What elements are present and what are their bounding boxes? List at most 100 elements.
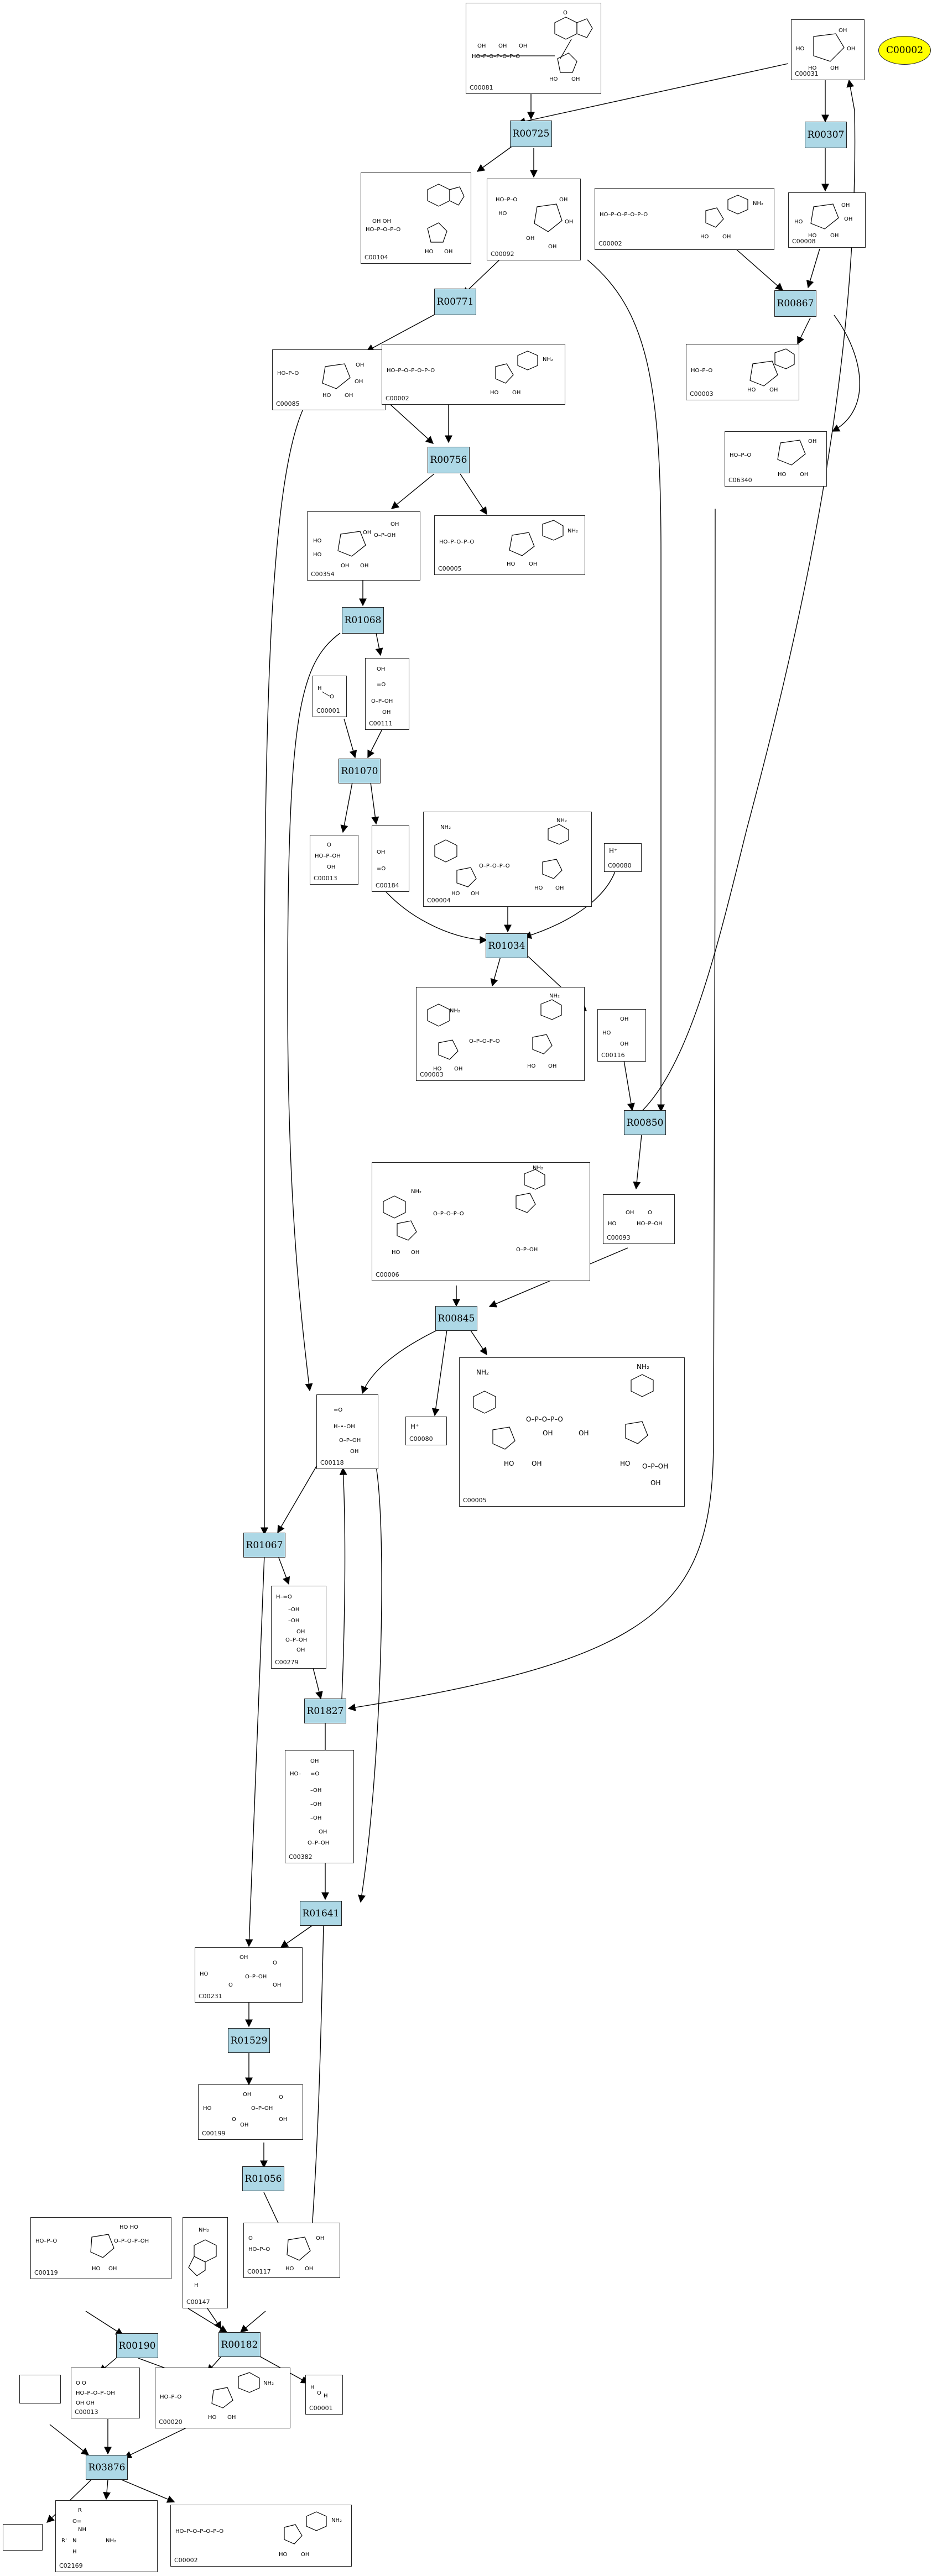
svg-text:HO: HO xyxy=(527,1063,536,1069)
reaction-r00867[interactable]: R00867 xyxy=(774,290,816,317)
svg-text:HO: HO xyxy=(490,390,499,396)
reaction-r03876[interactable]: R03876 xyxy=(86,2455,128,2480)
svg-text:HO: HO xyxy=(498,211,507,217)
reaction-r00725[interactable]: R00725 xyxy=(510,121,552,147)
reaction-r00850[interactable]: R00850 xyxy=(624,1110,666,1135)
svg-text:O–P–O–P–O: O–P–O–P–O xyxy=(469,1038,500,1044)
svg-text:HO: HO xyxy=(285,2266,294,2272)
reaction-r00771[interactable]: R00771 xyxy=(434,289,476,315)
reaction-r00307[interactable]: R00307 xyxy=(805,122,847,148)
compound-box[interactable]: H⁺ C00080 xyxy=(405,1417,447,1445)
reaction-r00845[interactable]: R00845 xyxy=(435,1306,477,1331)
svg-text:HO: HO xyxy=(313,538,322,544)
structure-icon: HHO xyxy=(310,2385,328,2399)
svg-text:OH: OH xyxy=(526,236,534,242)
svg-text:NH₂: NH₂ xyxy=(543,357,553,363)
svg-text:O–P–OH: O–P–OH xyxy=(251,2105,273,2112)
reaction-r01827[interactable]: R01827 xyxy=(304,1699,346,1723)
reaction-r00756[interactable]: R00756 xyxy=(428,447,470,473)
compound-box[interactable]: OH=O C00184 xyxy=(372,825,409,892)
svg-text:NH₂: NH₂ xyxy=(533,1165,543,1171)
svg-text:HO–P–O–P–O: HO–P–O–P–O xyxy=(366,227,400,233)
svg-text:OH: OH xyxy=(377,666,385,672)
compound-box[interactable]: H⁺ C00080 xyxy=(604,843,642,872)
svg-text:HO–P–O: HO–P–O xyxy=(160,2394,181,2400)
svg-text:HO: HO xyxy=(534,885,543,891)
svg-text:–OH: –OH xyxy=(288,1607,299,1613)
svg-text:OH: OH xyxy=(239,1955,248,1961)
svg-text:OH: OH xyxy=(377,849,385,855)
svg-text:OH: OH xyxy=(579,1429,589,1437)
svg-text:HO–P–O: HO–P–O xyxy=(248,2246,270,2253)
empty-compound-box[interactable] xyxy=(19,2375,61,2403)
reaction-r01070[interactable]: R01070 xyxy=(339,759,381,783)
svg-text:OH: OH xyxy=(548,244,556,250)
svg-text:O O: O O xyxy=(76,2380,86,2386)
svg-text:O–P–O–P–OH: O–P–O–P–OH xyxy=(114,2238,149,2244)
reaction-r01067[interactable]: R01067 xyxy=(243,1533,285,1558)
svg-text:=O: =O xyxy=(377,866,386,872)
svg-text:OH: OH xyxy=(471,891,479,897)
reaction-r01641[interactable]: R01641 xyxy=(300,1901,342,1926)
svg-text:HO–P–OH: HO–P–OH xyxy=(315,853,341,859)
reaction-r01056[interactable]: R01056 xyxy=(242,2166,284,2191)
highlight-node-c00002[interactable]: C00002 xyxy=(878,36,931,65)
svg-text:=O: =O xyxy=(377,682,386,688)
reaction-r01034[interactable]: R01034 xyxy=(486,933,528,958)
svg-text:OH: OH xyxy=(382,709,390,715)
svg-text:O–P–OH: O–P–OH xyxy=(374,532,395,539)
reaction-r00190[interactable]: R00190 xyxy=(116,2333,158,2358)
svg-text:HO HO: HO HO xyxy=(119,2224,138,2230)
reaction-r00182[interactable]: R00182 xyxy=(218,2332,261,2357)
svg-text:OH: OH xyxy=(350,1449,358,1455)
svg-text:HO: HO xyxy=(451,891,460,897)
reaction-r01529[interactable]: R01529 xyxy=(228,2028,270,2053)
reaction-r01068[interactable]: R01068 xyxy=(342,607,384,634)
empty-compound-box[interactable] xyxy=(3,2524,43,2551)
svg-text:OH: OH xyxy=(559,197,567,203)
